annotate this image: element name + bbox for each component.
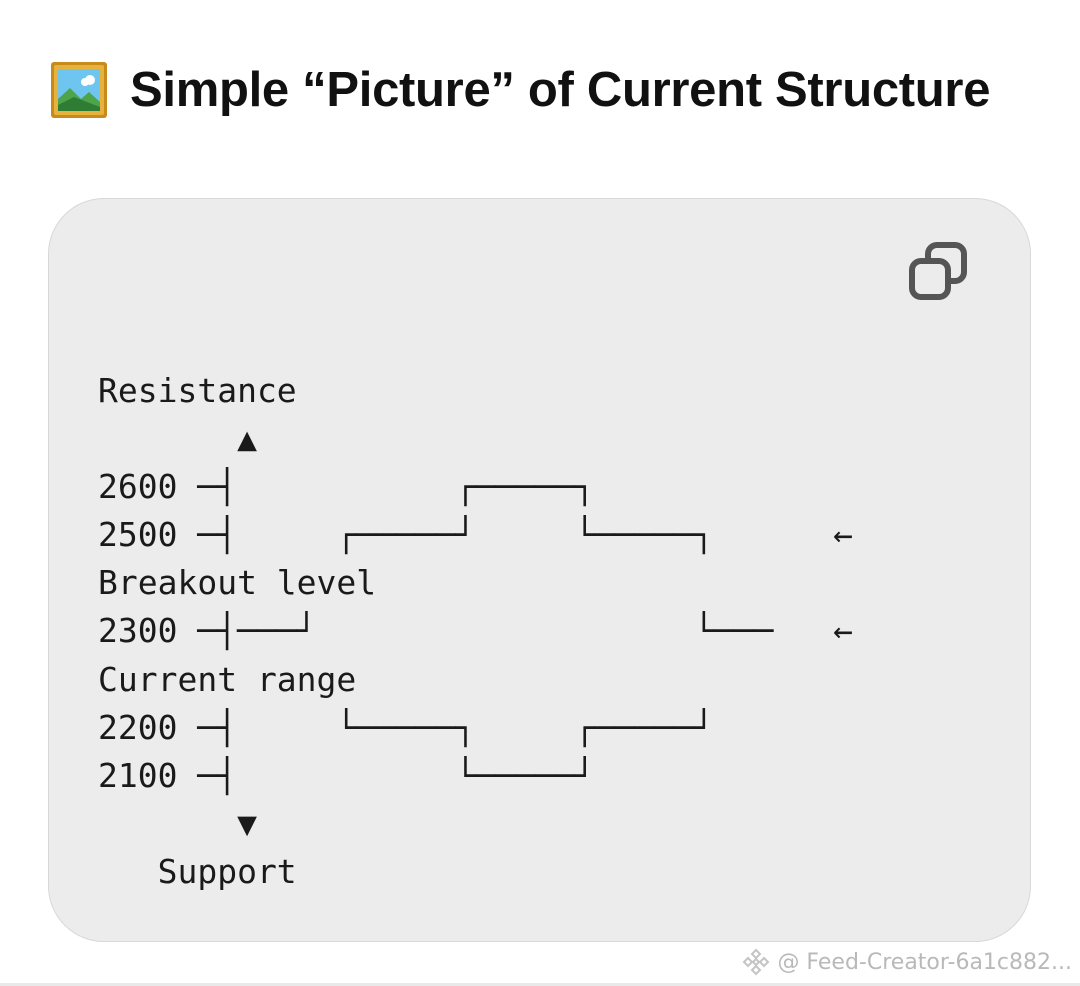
code-line: Current range [98,659,357,699]
code-line: Support [98,851,297,891]
code-line: ▼ [98,803,257,843]
code-line-part: 2100 ─┤ [98,755,238,795]
section-heading: Simple “Picture” of Current Structure [50,56,990,124]
code-line: ▲ [98,419,257,459]
section-heading-text: Simple “Picture” of Current Structure [130,63,991,117]
code-line: Resistance [98,371,297,410]
copy-button[interactable] [905,239,971,305]
watermark-text: @ Feed-Creator-6a1c882... [777,949,1072,975]
framed-picture-icon [51,62,107,118]
code-line-spacer [237,467,456,506]
code-line-part: └─────┘ [455,755,595,795]
code-line: 2600 ─┤ ┌─────┐ [98,463,853,511]
copy-icon [909,242,967,300]
code-line: 2200 ─┤ └─────┐ ┌─────┘ [98,707,714,747]
ascii-diagram: Resistance ▲2600 ─┤ ┌─────┐2500 ─┤ ┌────… [98,367,853,896]
code-line-part: ┌─────┐ [455,467,595,507]
code-line: 2300 ─┤───┘ └─── ← [98,611,853,651]
code-line-part: 2600 ─┤ [98,467,238,507]
creator-watermark: @ Feed-Creator-6a1c882... [741,947,1072,977]
bottom-divider [0,983,1080,986]
code-line-spacer [237,756,456,795]
code-line: Breakout level [98,563,377,603]
code-line: 2500 ─┤ ┌─────┘ └─────┐ ← [98,515,853,555]
code-line: 2100 ─┤ └─────┘ [98,752,853,800]
platform-logo-icon [743,948,770,976]
code-block: Resistance ▲2600 ─┤ ┌─────┐2500 ─┤ ┌────… [48,198,1031,942]
